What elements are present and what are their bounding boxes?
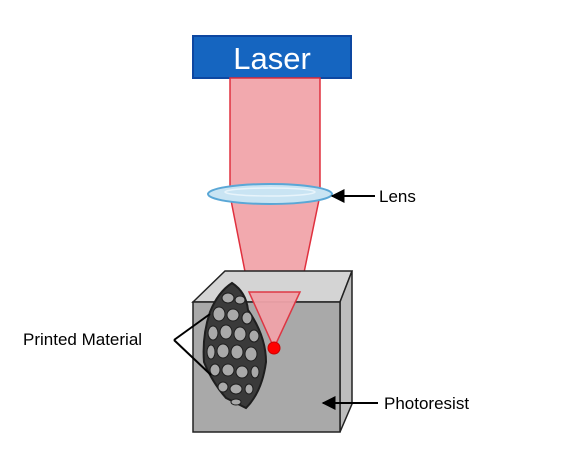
- printed-material-pointer-upper: [173, 313, 211, 341]
- printed-material-pointer-lower: [173, 339, 212, 376]
- laser-source: Laser: [192, 35, 352, 79]
- laser-box: [192, 35, 352, 79]
- photoresist-label: Photoresist: [384, 394, 469, 413]
- laser-beam-in-resist: [247, 291, 302, 350]
- lens-label: Lens: [379, 187, 416, 206]
- lattice-holes: [206, 292, 260, 406]
- printed-material-lattice: [202, 281, 268, 410]
- lens-highlight: [224, 187, 316, 197]
- laser-beam-collimated: [229, 77, 321, 196]
- laser-label: Laser: [233, 41, 311, 76]
- focal-point: [267, 341, 281, 355]
- lens-annotation: Lens: [330, 187, 416, 206]
- lens: [207, 183, 333, 205]
- printed-material-label: Printed Material: [23, 330, 142, 349]
- lens-body: [207, 183, 333, 205]
- photoresist-annotation: Photoresist: [321, 394, 469, 413]
- printed-material-annotation: Printed Material: [23, 313, 212, 376]
